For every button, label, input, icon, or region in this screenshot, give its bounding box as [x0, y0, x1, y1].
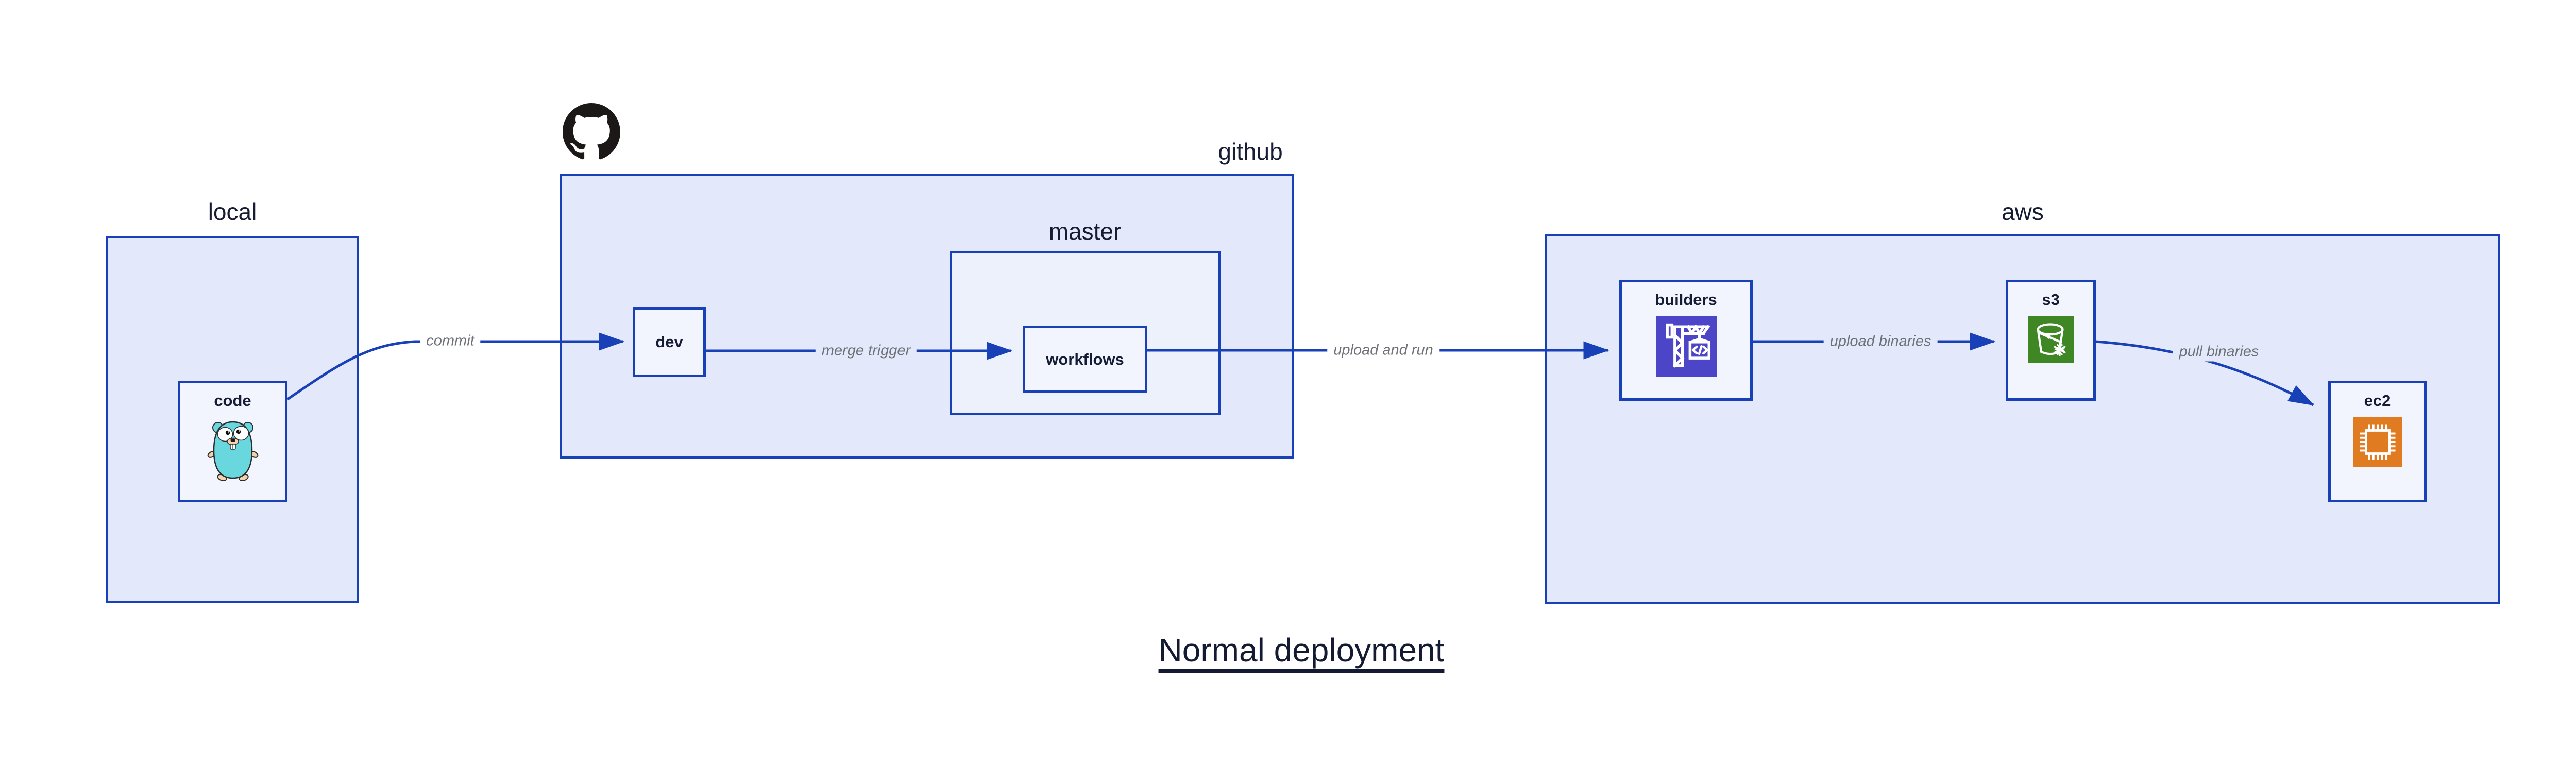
edge-upload-binaries-label: upload binaries [1823, 332, 1938, 351]
edge-commit [286, 332, 625, 401]
codebuild-crane-icon [1655, 316, 1717, 377]
s3-bucket-snowflake-icon [2027, 316, 2074, 363]
github-octocat-logo [563, 103, 620, 161]
node-builders: builders [1619, 280, 1753, 401]
master-label: master [1048, 218, 1122, 245]
node-builders-label: builders [1655, 291, 1717, 309]
node-code: code [178, 381, 287, 502]
github-label: github [1218, 138, 1283, 165]
edge-pull-binaries-label: pull binaries [2173, 342, 2265, 362]
node-ec2-label: ec2 [2364, 392, 2391, 410]
node-workflows: workflows [1023, 326, 1147, 393]
diagram-title: Normal deployment [1158, 632, 1445, 669]
edge-merge-trigger-label: merge trigger [815, 341, 917, 361]
aws-label: aws [2002, 198, 2044, 225]
edge-pull-binaries [2095, 340, 2315, 406]
node-ec2: ec2 [2328, 381, 2427, 502]
local-label: local [208, 198, 257, 225]
ec2-chip-icon [2352, 417, 2402, 467]
node-workflows-label: workflows [1046, 350, 1124, 368]
node-dev: dev [633, 307, 706, 377]
node-code-label: code [214, 392, 251, 410]
go-gopher-icon [207, 417, 259, 481]
edge-upload-and-run-label: upload and run [1327, 341, 1439, 360]
edge-commit-label: commit [420, 331, 481, 351]
node-s3: s3 [2006, 280, 2096, 401]
node-dev-label: dev [655, 333, 683, 351]
node-s3-label: s3 [2042, 291, 2060, 309]
